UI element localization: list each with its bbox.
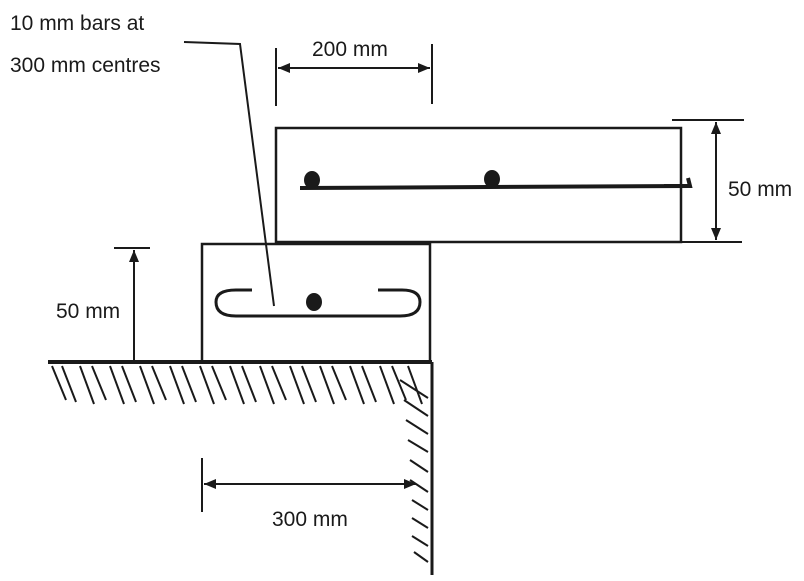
lower-depth-label: 50 mm <box>56 300 120 323</box>
lower-slab <box>200 242 432 364</box>
bar-leader-line <box>183 41 275 307</box>
ground-face-hatching <box>399 362 434 575</box>
lower-width-label: 300 mm <box>272 508 348 531</box>
dimension-lower-depth <box>114 247 150 360</box>
upper-bar-hook <box>664 177 693 188</box>
lower-hooked-bar <box>214 288 422 318</box>
dimension-upper-width <box>275 44 433 106</box>
bars-label-line1: 10 mm bars at <box>10 12 144 35</box>
dimension-upper-depth <box>672 119 744 243</box>
upper-bar-section-right <box>484 170 500 188</box>
bars-label-line2: 300 mm centres <box>10 54 161 77</box>
upper-depth-label: 50 mm <box>728 178 792 201</box>
lower-bar-section <box>306 293 322 311</box>
upper-width-label: 200 mm <box>312 38 388 61</box>
ground-hatching <box>51 365 423 405</box>
dimension-lower-width <box>201 458 416 512</box>
upper-bar-section-left <box>304 171 320 189</box>
